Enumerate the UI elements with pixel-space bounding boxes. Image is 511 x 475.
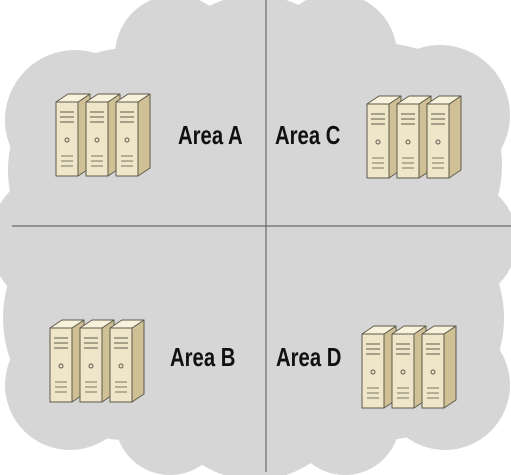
server-tower-icon <box>49 319 85 403</box>
area-label-a: Area A <box>178 120 243 150</box>
server-tower-icon <box>85 93 121 177</box>
server-tower-icon <box>109 319 145 403</box>
server-tower-icon <box>55 93 91 177</box>
server-cluster-icon-b <box>49 319 145 403</box>
server-cluster-icon-d <box>361 325 457 409</box>
server-tower-icon <box>421 325 457 409</box>
server-tower-icon <box>391 325 427 409</box>
area-label-d: Area D <box>276 342 342 372</box>
quadrant-dividers <box>12 0 511 472</box>
server-tower-icon <box>426 95 462 179</box>
server-cluster-icon-a <box>55 93 151 177</box>
cloud-blob <box>273 0 397 117</box>
server-tower-icon <box>115 93 151 177</box>
server-tower-icon <box>79 319 115 403</box>
area-label-b: Area B <box>170 342 236 372</box>
server-tower-icon <box>361 325 397 409</box>
cloud-blob <box>0 170 130 310</box>
area-label-c: Area C <box>275 120 341 150</box>
server-tower-icon <box>366 95 402 179</box>
server-clusters <box>49 93 462 409</box>
server-tower-icon <box>396 95 432 179</box>
cloud-blob <box>393 178 511 302</box>
cloud-blob <box>115 0 235 115</box>
server-cluster-icon-c <box>366 95 462 179</box>
